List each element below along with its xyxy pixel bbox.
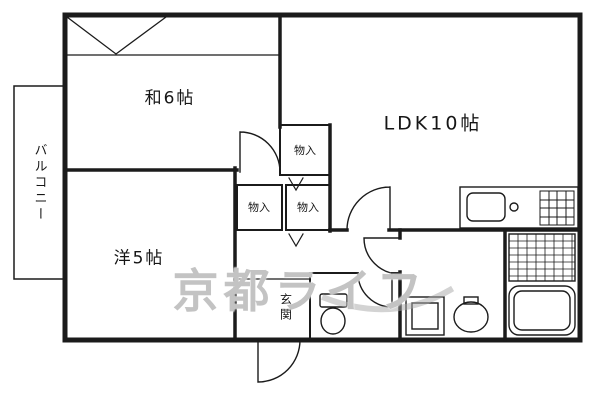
bath-tile-icon [508, 233, 576, 282]
kitchen-counter [459, 186, 579, 229]
room-label-storage-mid-left: 物入 [248, 201, 270, 214]
sliding-door-chevrons [288, 177, 304, 248]
room-label-balcony: バルコニー [31, 143, 47, 223]
room-label-entrance: 玄関 [278, 293, 293, 323]
kitchen-sink-icon [466, 192, 506, 222]
room-label-western-room: 洋5帖 [113, 248, 165, 269]
storage-partitions [236, 124, 331, 231]
washbasin-icon [453, 296, 489, 333]
room-label-ldk: LDK10帖 [383, 112, 483, 135]
watermark: 京都ライフ [172, 264, 428, 318]
interior-walls [63, 13, 582, 342]
door-arcs [239, 131, 401, 383]
closet-diagonal-marks [66, 16, 281, 56]
gas-stove-icon [539, 190, 575, 226]
bathtub-icon [508, 285, 576, 336]
room-label-storage-mid-right: 物入 [297, 201, 319, 214]
toilet-icon [319, 293, 348, 335]
watermark-swoosh-icon [321, 285, 455, 313]
outer-wall [62, 12, 583, 343]
room-label-storage-top: 物入 [294, 144, 316, 157]
room-label-japanese-room: 和6帖 [144, 88, 196, 109]
